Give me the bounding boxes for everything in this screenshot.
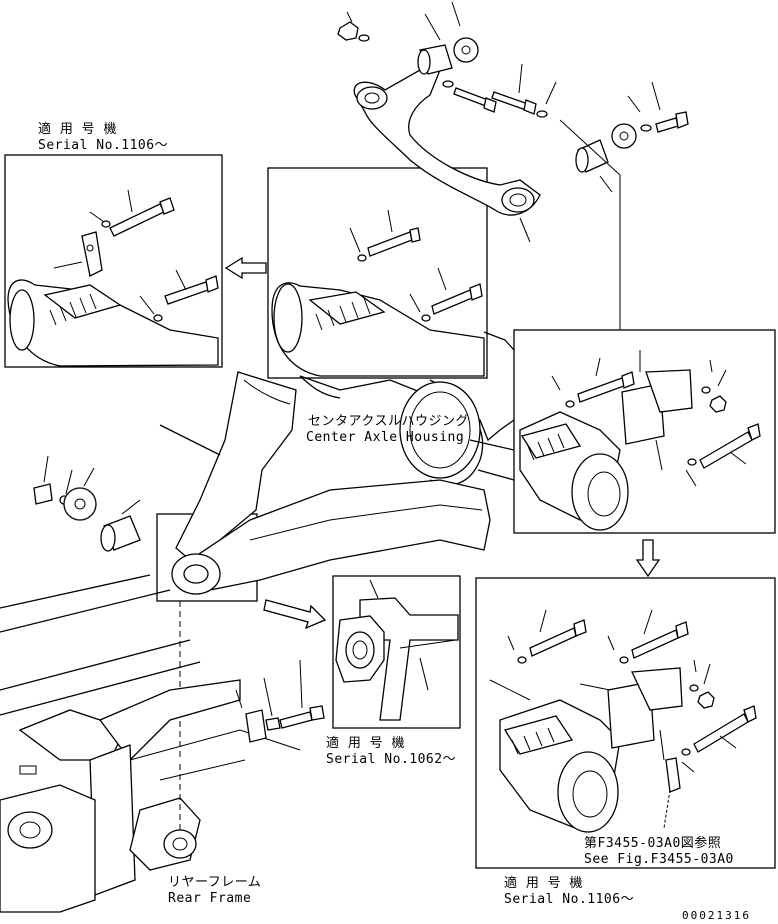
arrow-down — [635, 539, 661, 578]
inset-box-top-center — [267, 167, 488, 379]
rear-frame — [0, 574, 301, 913]
inset-box-right — [513, 329, 776, 534]
arrow-right — [263, 599, 327, 630]
rear-bolt-group — [235, 659, 325, 743]
left-bushing-group — [33, 455, 141, 552]
serial-br-jp: 適 用 号 機 — [504, 876, 583, 891]
rear-frame-jp: リヤーフレーム — [168, 875, 262, 890]
see-fig-jp: 第F3455-03A0図参照 — [584, 836, 722, 851]
inset-box-top-left — [4, 154, 223, 368]
frame-arm — [159, 371, 491, 595]
bushing-detail-inset — [335, 579, 459, 721]
inset-box-bottom-right — [475, 577, 776, 869]
inset-box-mid — [332, 575, 461, 729]
serial-tl-en: Serial No.1106～ — [38, 138, 169, 153]
axle-end-inset-br — [489, 577, 757, 833]
center-axle-housing-jp: センタアクスルハウジング — [308, 414, 469, 429]
axle-housing-inset-tl — [7, 189, 219, 367]
rear-frame-en: Rear Frame — [168, 891, 252, 906]
serial-tl-jp: 適 用 号 機 — [38, 122, 117, 137]
axle-end-inset-right — [519, 350, 761, 531]
torque-rod — [337, 1, 689, 330]
serial-br-en: Serial No.1106～ — [504, 892, 635, 907]
serial-mid-jp: 適 用 号 機 — [326, 736, 405, 751]
serial-mid-en: Serial No.1062～ — [326, 752, 457, 767]
see-fig-en: See Fig.F3455-03A0 — [584, 852, 734, 867]
axle-housing-inset-tc — [271, 209, 485, 377]
document-number: 00021316 — [682, 909, 751, 922]
center-axle-housing-en: Center Axle Housing — [306, 430, 465, 445]
arrow-left — [224, 256, 267, 280]
center-axle-housing — [299, 331, 515, 486]
